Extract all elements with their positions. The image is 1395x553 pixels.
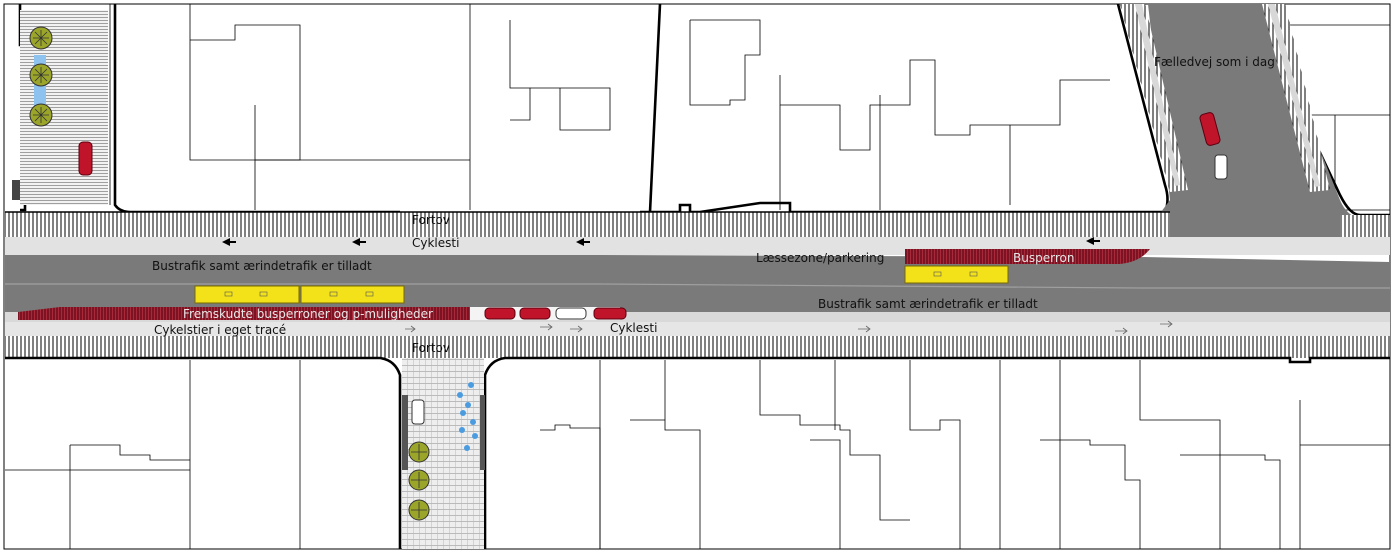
tree-icon — [408, 441, 430, 463]
building-outlines-south — [5, 360, 1390, 549]
car-icon — [1214, 154, 1228, 180]
bus-icon — [300, 285, 405, 304]
label-cyklesti-south: Cyklesti — [610, 321, 657, 335]
car-icon — [78, 141, 93, 176]
tree-icon — [29, 26, 53, 50]
cycle-path-south — [5, 322, 1390, 336]
tree-icon — [29, 63, 53, 87]
label-fortov-south: Fortov — [412, 341, 450, 355]
bus-stops-south — [18, 307, 470, 320]
label-bustrafik-west: Bustrafik samt ærindetrafik er tilladt — [152, 259, 372, 273]
label-cyklesti-north: Cyklesti — [412, 236, 459, 250]
sidewalk-north — [5, 212, 1170, 237]
tree-icon — [29, 103, 53, 127]
bus-icon — [194, 285, 300, 304]
label-fremskudte: Fremskudte busperroner og p-muligheder — [183, 307, 433, 321]
sidewalk-south — [5, 336, 1390, 358]
car-icon — [519, 307, 551, 320]
tree-icon — [408, 499, 430, 521]
car-icon — [555, 307, 587, 320]
car-icon — [1199, 112, 1221, 146]
label-busperron: Busperron — [1013, 251, 1074, 265]
cycle-direction-arrow-icon — [405, 320, 1173, 335]
tree-icon — [408, 469, 430, 491]
label-laessezone: Læssezone/parkering — [756, 251, 884, 265]
label-fortov-north: Fortov — [412, 213, 450, 227]
bus-icon — [904, 265, 1009, 284]
label-faelledvej: Fælledvej som i dag — [1154, 55, 1275, 69]
car-icon — [593, 307, 627, 320]
cycle-path-north — [5, 237, 1390, 255]
label-cykelstier-trace: Cykelstier i eget tracé — [154, 323, 286, 337]
cycle-direction-arrow-icon — [222, 237, 1100, 246]
car-icon — [484, 307, 516, 320]
label-bustrafik-east: Bustrafik samt ærindetrafik er tilladt — [818, 297, 1038, 311]
busperron-north — [905, 249, 1150, 264]
car-icon — [411, 399, 425, 425]
water-fountain-icon — [457, 382, 478, 451]
